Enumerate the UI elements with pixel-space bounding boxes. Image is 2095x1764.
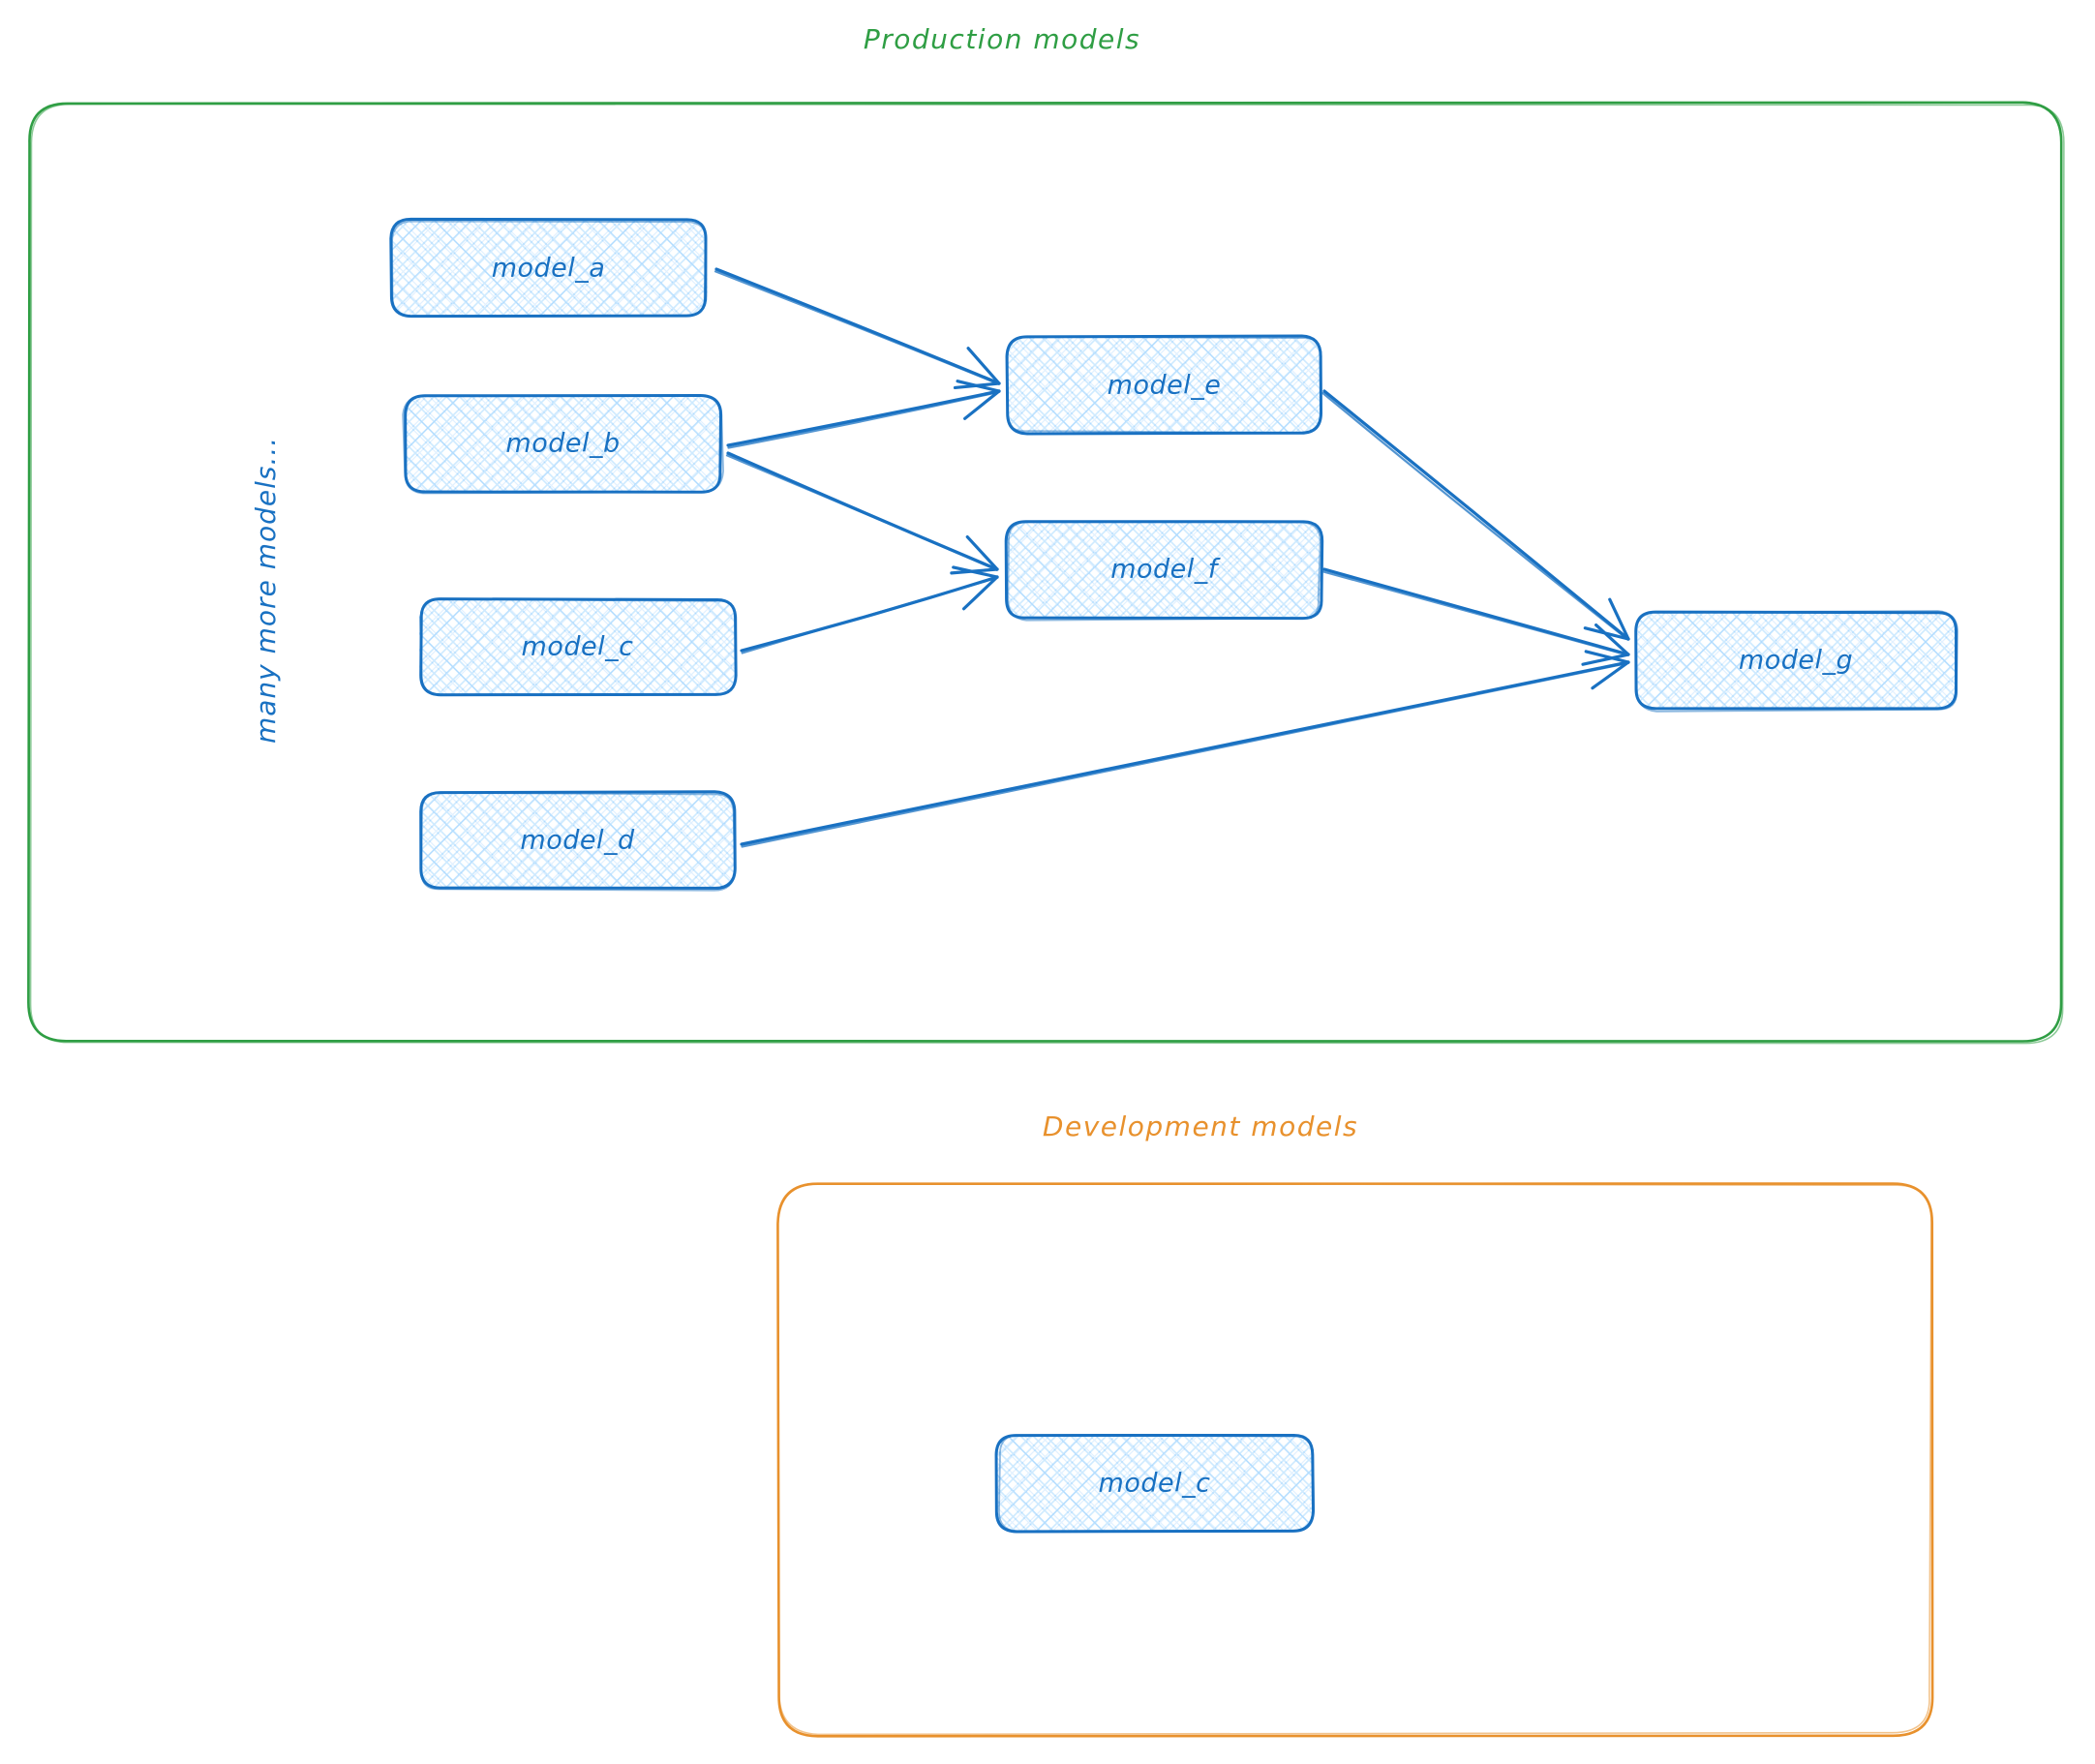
node-label-model_c_dev: model_c: [1098, 1468, 1211, 1499]
edge-f-to-g: [1322, 567, 1630, 666]
edge-d-to-g: [740, 650, 1630, 848]
edge-b-to-e: [726, 380, 1001, 449]
node-model_g[interactable]: [1634, 610, 1958, 713]
group-containers: [27, 101, 2065, 1738]
edge-c-to-f: [740, 565, 999, 654]
group-title-production: Production models: [863, 23, 1141, 55]
node-model_d[interactable]: [419, 790, 737, 892]
nodes: [389, 217, 1958, 1534]
group-container-production: [27, 101, 2065, 1045]
node-model_b[interactable]: [402, 394, 724, 495]
node-model_c_dev[interactable]: [994, 1434, 1315, 1534]
edge-e-to-g: [1321, 389, 1630, 641]
node-model_f[interactable]: [1004, 520, 1324, 622]
node-label-model_c: model_c: [521, 631, 634, 662]
node-label-model_e: model_e: [1107, 370, 1222, 401]
group-container-development: [776, 1182, 1934, 1738]
node-label-model_g: model_g: [1738, 645, 1854, 676]
node-label-model_d: model_d: [520, 825, 635, 856]
side-note-many-more-models: many more models...: [250, 436, 282, 744]
edge-b-to-f: [725, 451, 999, 575]
edges: [714, 267, 1630, 848]
node-model_c[interactable]: [418, 597, 738, 697]
group-title-development: Development models: [1042, 1110, 1359, 1142]
node-label-model_f: model_f: [1110, 554, 1218, 585]
edge-a-to-e: [714, 267, 1001, 390]
node-label-model_b: model_b: [505, 428, 621, 459]
node-model_a[interactable]: [389, 217, 708, 319]
node-model_e[interactable]: [1005, 334, 1323, 436]
node-label-model_a: model_a: [491, 253, 606, 284]
